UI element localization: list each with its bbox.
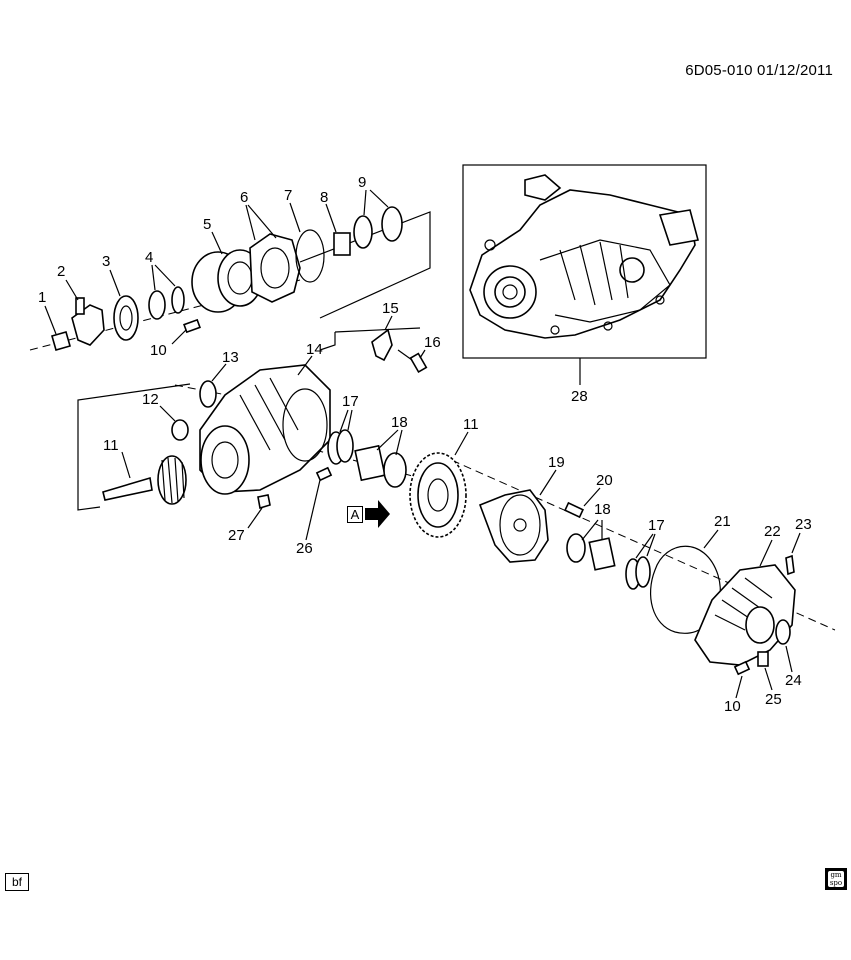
logo-inner: gm spo (828, 871, 844, 887)
callout-13: 13 (222, 349, 239, 366)
callout-8: 8 (320, 189, 329, 206)
diagram-code: 6D05-010 01/12/2011 (685, 62, 833, 79)
callout-23: 23 (795, 516, 812, 533)
callout-2: 2 (57, 263, 66, 280)
part-16-bolt (409, 352, 428, 374)
callout-17-upper: 17 (342, 393, 359, 410)
callout-15: 15 (382, 300, 399, 317)
part-26-pin (315, 466, 333, 482)
part-24-seal (775, 619, 791, 645)
part-27-plug (257, 494, 271, 510)
part-23-vent (785, 554, 795, 576)
callout-21: 21 (714, 513, 731, 530)
callout-11-pinion: 11 (103, 437, 119, 454)
part-11-pinion-gear (102, 455, 187, 505)
callout-26: 26 (296, 540, 313, 557)
callout-18-upper: 18 (391, 414, 408, 431)
part-20-bolt (563, 501, 585, 519)
inset-box (462, 164, 707, 359)
part-25-bolt (757, 651, 769, 667)
callout-10-bottom: 10 (724, 698, 741, 715)
view-a-marker: A (347, 506, 363, 523)
callout-9: 9 (358, 174, 367, 191)
logo-text-gm: gm (830, 871, 842, 879)
callout-24: 24 (785, 672, 802, 689)
callout-1: 1 (38, 289, 47, 306)
callout-16: 16 (424, 334, 441, 351)
callout-28: 28 (571, 388, 588, 405)
part-9-bearing-race (353, 215, 373, 249)
part-1-nut (51, 331, 71, 351)
callout-10-top: 10 (150, 342, 167, 359)
part-4-bearing (148, 290, 166, 320)
part-22-cover (694, 564, 796, 666)
part-18-bearing-race (354, 444, 386, 482)
part-10-lower-bolt (733, 660, 751, 676)
callout-14: 14 (306, 341, 323, 358)
callout-20: 20 (596, 472, 613, 489)
part-12-bushing (171, 419, 189, 441)
callout-27: 27 (228, 527, 245, 544)
callout-22: 22 (764, 523, 781, 540)
gm-spo-logo: gm spo (825, 868, 847, 890)
callout-7: 7 (284, 187, 293, 204)
part-14-carrier-housing (199, 364, 331, 495)
callout-5: 5 (203, 216, 212, 233)
callout-4: 4 (145, 249, 154, 266)
part-2-flange (71, 297, 105, 346)
part-10-bolt (183, 318, 201, 334)
callout-12: 12 (142, 391, 159, 408)
part-7-o-ring (295, 229, 325, 283)
callout-18-lower: 18 (594, 501, 611, 518)
part-8-spacer (333, 232, 351, 256)
callout-11-ring: 11 (463, 416, 479, 433)
part-6-plate (249, 233, 301, 303)
part-3-seal (113, 295, 139, 341)
footer-tag: bf (5, 873, 29, 891)
part-11-ring-gear (409, 452, 467, 538)
callout-3: 3 (102, 253, 111, 270)
callout-19: 19 (548, 454, 565, 471)
view-arrow-icon (365, 500, 390, 528)
part-19-differential-case (478, 489, 549, 563)
assembled-differential-illustration (469, 174, 699, 339)
part-18-lower-bearing (566, 533, 586, 563)
callout-17-lower: 17 (648, 517, 665, 534)
callout-25: 25 (765, 691, 782, 708)
part-13-seal (199, 380, 217, 408)
part-15-bracket (371, 328, 393, 362)
callout-6: 6 (240, 189, 249, 206)
logo-text-spo: spo (829, 879, 843, 887)
